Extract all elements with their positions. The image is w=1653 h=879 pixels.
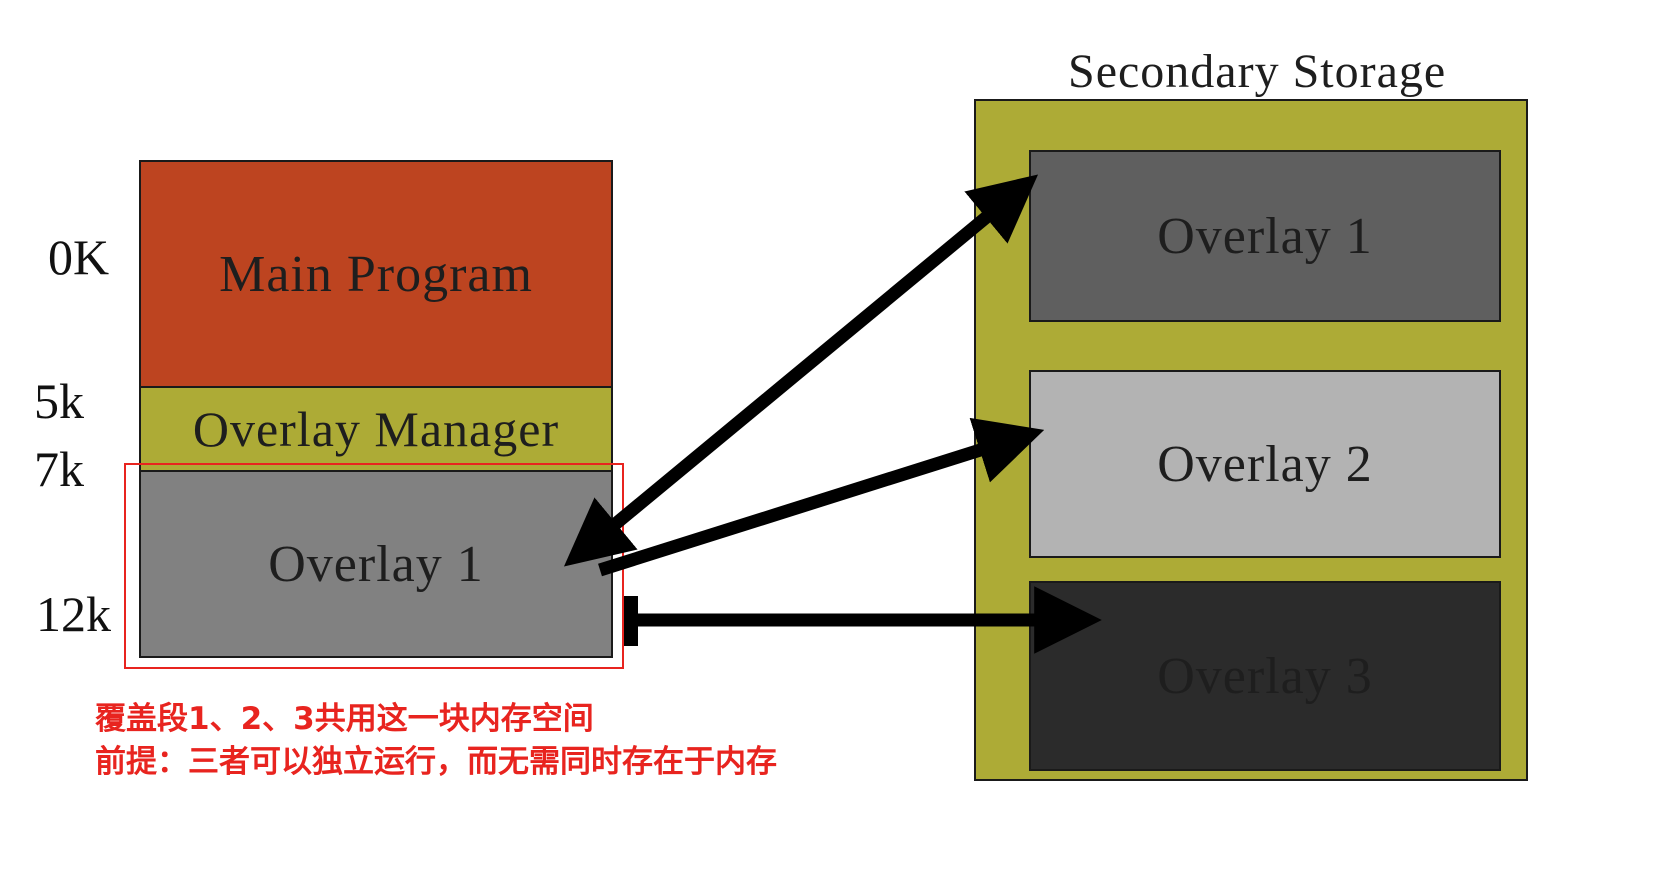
address-5k: 5k (34, 373, 84, 429)
address-12k: 12k (36, 586, 111, 642)
memory-overlay-1-label: Overlay 1 (268, 535, 484, 593)
storage-overlay-1-label: Overlay 1 (1157, 207, 1373, 265)
storage-overlay-2-label: Overlay 2 (1157, 435, 1373, 493)
storage-overlay-2-block: Overlay 2 (1029, 370, 1501, 558)
arrow-overlay-2 (598, 417, 1045, 577)
arrow-overlay-1 (563, 174, 1039, 567)
storage-overlay-3-block: Overlay 3 (1029, 581, 1501, 771)
annotation-line-1: 覆盖段1、2、3共用这一块内存空间 (95, 701, 594, 737)
secondary-storage-title: Secondary Storage (1068, 45, 1447, 98)
main-program-label: Main Program (219, 245, 533, 303)
main-program-block: Main Program (139, 160, 613, 388)
storage-overlay-3-label: Overlay 3 (1157, 647, 1373, 705)
overlay-manager-label: Overlay Manager (192, 401, 560, 457)
annotation-line-2: 前提：三者可以独立运行，而无需同时存在于内存 (95, 744, 777, 780)
address-0k: 0K (48, 229, 110, 285)
memory-overlay-1-block: Overlay 1 (139, 470, 613, 658)
address-7k: 7k (34, 441, 84, 497)
